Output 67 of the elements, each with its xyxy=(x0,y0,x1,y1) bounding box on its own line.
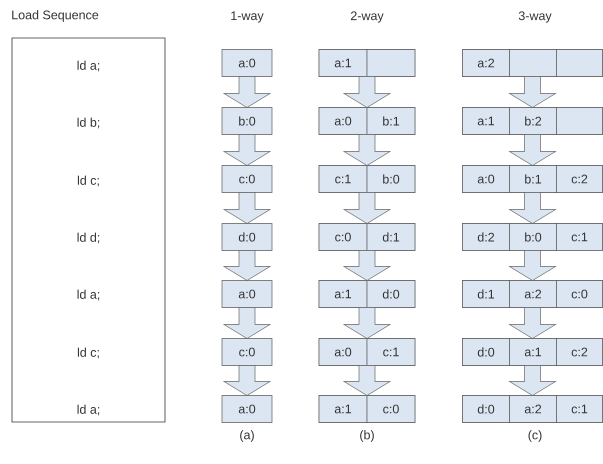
cache-cell: a:0 xyxy=(462,165,510,193)
cache-cell: c:0 xyxy=(222,165,272,193)
cache-cell: b:0 xyxy=(366,165,416,193)
cache-cell: a:2 xyxy=(509,280,557,308)
cache-cell: c:1 xyxy=(556,395,603,423)
cache-cell: a:1 xyxy=(318,49,368,77)
cache-cell xyxy=(556,107,603,135)
block-arrow xyxy=(508,365,557,396)
cache-cell: d:2 xyxy=(462,223,510,251)
block-arrow xyxy=(508,307,557,339)
cache-cell: d:1 xyxy=(462,280,510,308)
subfigure-label: (c) xyxy=(528,430,542,442)
block-arrow xyxy=(222,134,272,166)
sequence-box: ld a; ld b; ld c; ld d; ld a; ld c; ld a; xyxy=(12,38,166,422)
block-arrow xyxy=(222,307,272,339)
cache-cell: a:0 xyxy=(222,280,272,308)
block-arrow xyxy=(222,365,272,396)
column-heading: 2-way xyxy=(350,11,384,23)
cache-cell: c:1 xyxy=(318,165,368,193)
cache-cell: a:0 xyxy=(318,107,368,135)
cache-cell: a:1 xyxy=(318,395,368,423)
cache-cell: a:0 xyxy=(222,395,272,423)
block-arrow xyxy=(342,192,392,224)
cache-cell: b:0 xyxy=(509,223,557,251)
cache-cell: a:1 xyxy=(462,107,510,135)
block-arrow xyxy=(222,192,272,224)
cache-cell: b:2 xyxy=(509,107,557,135)
cache-cell: a:0 xyxy=(318,338,368,366)
block-arrow xyxy=(342,250,392,281)
cache-cell xyxy=(556,49,603,77)
column-heading: Load Sequence xyxy=(12,10,98,22)
cache-cell: d:0 xyxy=(222,223,272,251)
cache-cell: c:1 xyxy=(556,223,603,251)
cache-cell: b:1 xyxy=(366,107,416,135)
cache-cell: d:0 xyxy=(462,338,510,366)
cache-cell: a:0 xyxy=(222,49,272,77)
cache-cell: a:1 xyxy=(318,280,368,308)
cache-cell: c:0 xyxy=(318,223,368,251)
block-arrow xyxy=(508,76,557,108)
cache-cell: b:1 xyxy=(509,165,557,193)
cache-cell xyxy=(366,49,416,77)
cache-cell: d:0 xyxy=(366,280,416,308)
column-heading: 1-way xyxy=(231,11,264,23)
subfigure-label: (b) xyxy=(360,430,374,442)
column-heading: 3-way xyxy=(518,11,552,23)
cache-cell xyxy=(509,49,557,77)
cache-cell: c:0 xyxy=(556,280,603,308)
cache-cell: c:2 xyxy=(556,338,603,366)
block-arrow xyxy=(342,365,392,396)
cache-cell: b:0 xyxy=(222,107,272,135)
block-arrow xyxy=(342,134,392,166)
cache-cell: d:1 xyxy=(366,223,416,251)
cache-cell: c:2 xyxy=(556,165,603,193)
block-arrow xyxy=(222,250,272,281)
cache-cell: a:1 xyxy=(509,338,557,366)
block-arrow xyxy=(342,76,392,108)
block-arrow xyxy=(508,192,557,224)
block-arrow xyxy=(508,250,557,281)
cache-cell: c:0 xyxy=(222,338,272,366)
block-arrow xyxy=(342,307,392,339)
cache-cell: d:0 xyxy=(462,395,510,423)
cache-cell: a:2 xyxy=(509,395,557,423)
cache-cell: c:1 xyxy=(366,338,416,366)
cache-cell: c:0 xyxy=(366,395,416,423)
block-arrow xyxy=(222,76,272,108)
block-arrow xyxy=(508,134,557,166)
cache-cell: a:2 xyxy=(462,49,510,77)
